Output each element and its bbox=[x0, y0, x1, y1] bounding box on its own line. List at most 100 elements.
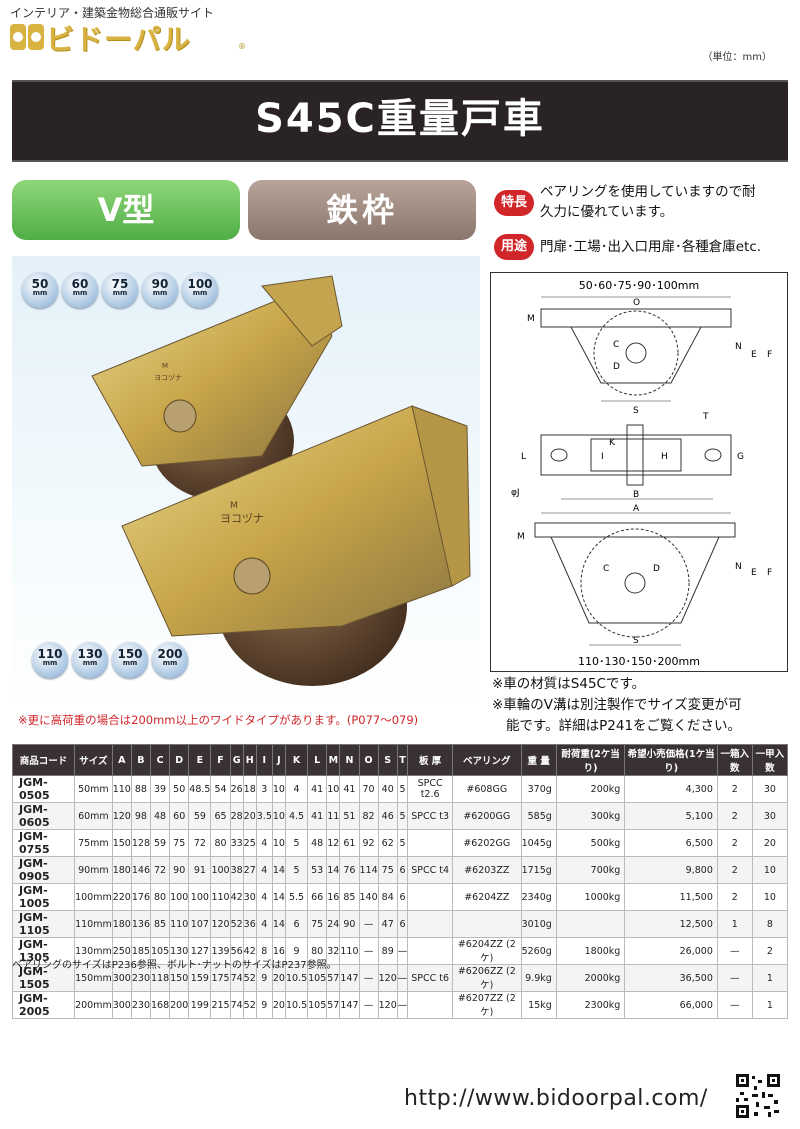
load-cell: 2000kg bbox=[555, 964, 626, 992]
groove-note-1: ※車輪のV溝は別注製作でサイズ変更が可 bbox=[492, 697, 742, 713]
weight-cell: 370g bbox=[520, 775, 557, 803]
case-qty: 10 bbox=[751, 883, 789, 911]
bearing-cell: #6207ZZ (2ケ) bbox=[451, 991, 522, 1019]
dim-cell: 20 bbox=[271, 964, 286, 992]
dim-cell: — bbox=[358, 991, 379, 1019]
dim-N-bottom: N bbox=[735, 562, 742, 572]
column-header: H bbox=[242, 744, 257, 776]
size-value: 90 bbox=[151, 277, 169, 291]
dim-cell: 110 bbox=[169, 910, 190, 938]
weight-cell: 5260g bbox=[520, 937, 557, 965]
logo-registered: ® bbox=[238, 42, 246, 51]
dim-cell: 74 bbox=[229, 991, 244, 1019]
dim-cell: 80 bbox=[210, 829, 231, 857]
size-cell: 60mm bbox=[74, 802, 113, 830]
column-header: M bbox=[326, 744, 341, 776]
dim-cell: 10 bbox=[271, 775, 286, 803]
material-note: ※車の材質はS45Cです。 bbox=[492, 676, 646, 692]
dim-cell: 59 bbox=[149, 829, 171, 857]
dim-cell: 14 bbox=[271, 883, 286, 911]
dim-cell: 46 bbox=[377, 802, 398, 830]
dim-cell: 114 bbox=[358, 856, 379, 884]
dim-cell: 6 bbox=[396, 856, 409, 884]
dim-cell: 14 bbox=[326, 856, 341, 884]
plate-thickness bbox=[407, 829, 453, 857]
dim-cell: 250 bbox=[111, 937, 132, 965]
dim-cell: 175 bbox=[210, 964, 231, 992]
logo-icon[interactable] bbox=[10, 18, 250, 58]
plate-thickness: SPCC t3 bbox=[407, 802, 453, 830]
dim-cell: 91 bbox=[188, 856, 212, 884]
dim-cell: 85 bbox=[339, 883, 360, 911]
product-photo: M ヨコヅナ M ヨコヅナ bbox=[12, 256, 480, 708]
dim-cell: 54 bbox=[210, 775, 231, 803]
column-header: C bbox=[149, 744, 171, 776]
box-qty: 2 bbox=[716, 802, 753, 830]
dim-cell: 92 bbox=[358, 829, 379, 857]
size-cell: 90mm bbox=[74, 856, 113, 884]
dim-cell: 199 bbox=[188, 991, 212, 1019]
dim-cell: 11 bbox=[326, 802, 341, 830]
dim-cell: 61 bbox=[339, 829, 360, 857]
dim-cell: — bbox=[396, 964, 409, 992]
dim-cell: 48.5 bbox=[188, 775, 212, 803]
title-band bbox=[12, 80, 788, 162]
product-code: JGM-0605 bbox=[11, 802, 76, 830]
size-value: 200 bbox=[157, 647, 183, 661]
feature-badge: 特長 bbox=[494, 190, 534, 216]
dim-cell: 4.5 bbox=[284, 802, 309, 830]
dim-cell: 4 bbox=[255, 910, 273, 938]
plate-thickness: SPCC t6 bbox=[407, 964, 453, 992]
dim-cell: — bbox=[358, 910, 379, 938]
size-unit: mm bbox=[152, 289, 168, 297]
dim-cell: 12 bbox=[326, 829, 341, 857]
dim-cell: 85 bbox=[149, 910, 171, 938]
dim-cell: 14 bbox=[271, 910, 286, 938]
dim-E-bottom: E bbox=[751, 568, 757, 578]
dim-cell: 136 bbox=[130, 910, 152, 938]
dim-cell: 140 bbox=[358, 883, 379, 911]
dim-cell: 107 bbox=[188, 910, 212, 938]
size-cell: 75mm bbox=[74, 829, 113, 857]
column-header: F bbox=[210, 744, 231, 776]
size-value: 110 bbox=[37, 647, 63, 661]
dim-cell: 159 bbox=[188, 964, 212, 992]
brand-mark-large-m: M bbox=[230, 501, 238, 511]
dim-cell: 88 bbox=[130, 775, 152, 803]
dim-cell: 24 bbox=[326, 910, 341, 938]
dim-cell: 200 bbox=[169, 991, 190, 1019]
dim-B: B bbox=[633, 490, 639, 500]
qr-code-icon[interactable] bbox=[734, 1072, 782, 1120]
dim-cell: 42 bbox=[229, 883, 244, 911]
dim-cell: 90 bbox=[339, 910, 360, 938]
dim-cell: 84 bbox=[377, 883, 398, 911]
dim-cell: 220 bbox=[111, 883, 132, 911]
box-qty: — bbox=[716, 937, 753, 965]
case-qty: 1 bbox=[751, 964, 789, 992]
dim-cell: 100 bbox=[188, 883, 212, 911]
price-cell: 4,300 bbox=[624, 775, 718, 803]
dim-cell: 168 bbox=[149, 991, 171, 1019]
dim-cell: 147 bbox=[339, 964, 360, 992]
dim-cell: 41 bbox=[307, 802, 328, 830]
price-cell: 6,500 bbox=[624, 829, 718, 857]
bearing-cell: #6202GG bbox=[451, 829, 522, 857]
dim-cell: 180 bbox=[111, 856, 132, 884]
dim-cell: 150 bbox=[169, 964, 190, 992]
feature-text-2: 久力に優れています。 bbox=[540, 204, 674, 220]
site-url-link[interactable]: http://www.bidoorpal.com/ bbox=[404, 1086, 708, 1111]
dim-cell: 6 bbox=[284, 910, 309, 938]
dim-cell: — bbox=[358, 964, 379, 992]
dim-A: A bbox=[633, 504, 640, 514]
door-roller-illustration: M ヨコヅナ M ヨコヅナ bbox=[91, 275, 471, 686]
dim-cell: 26 bbox=[229, 775, 244, 803]
dim-cell: 42 bbox=[242, 937, 257, 965]
